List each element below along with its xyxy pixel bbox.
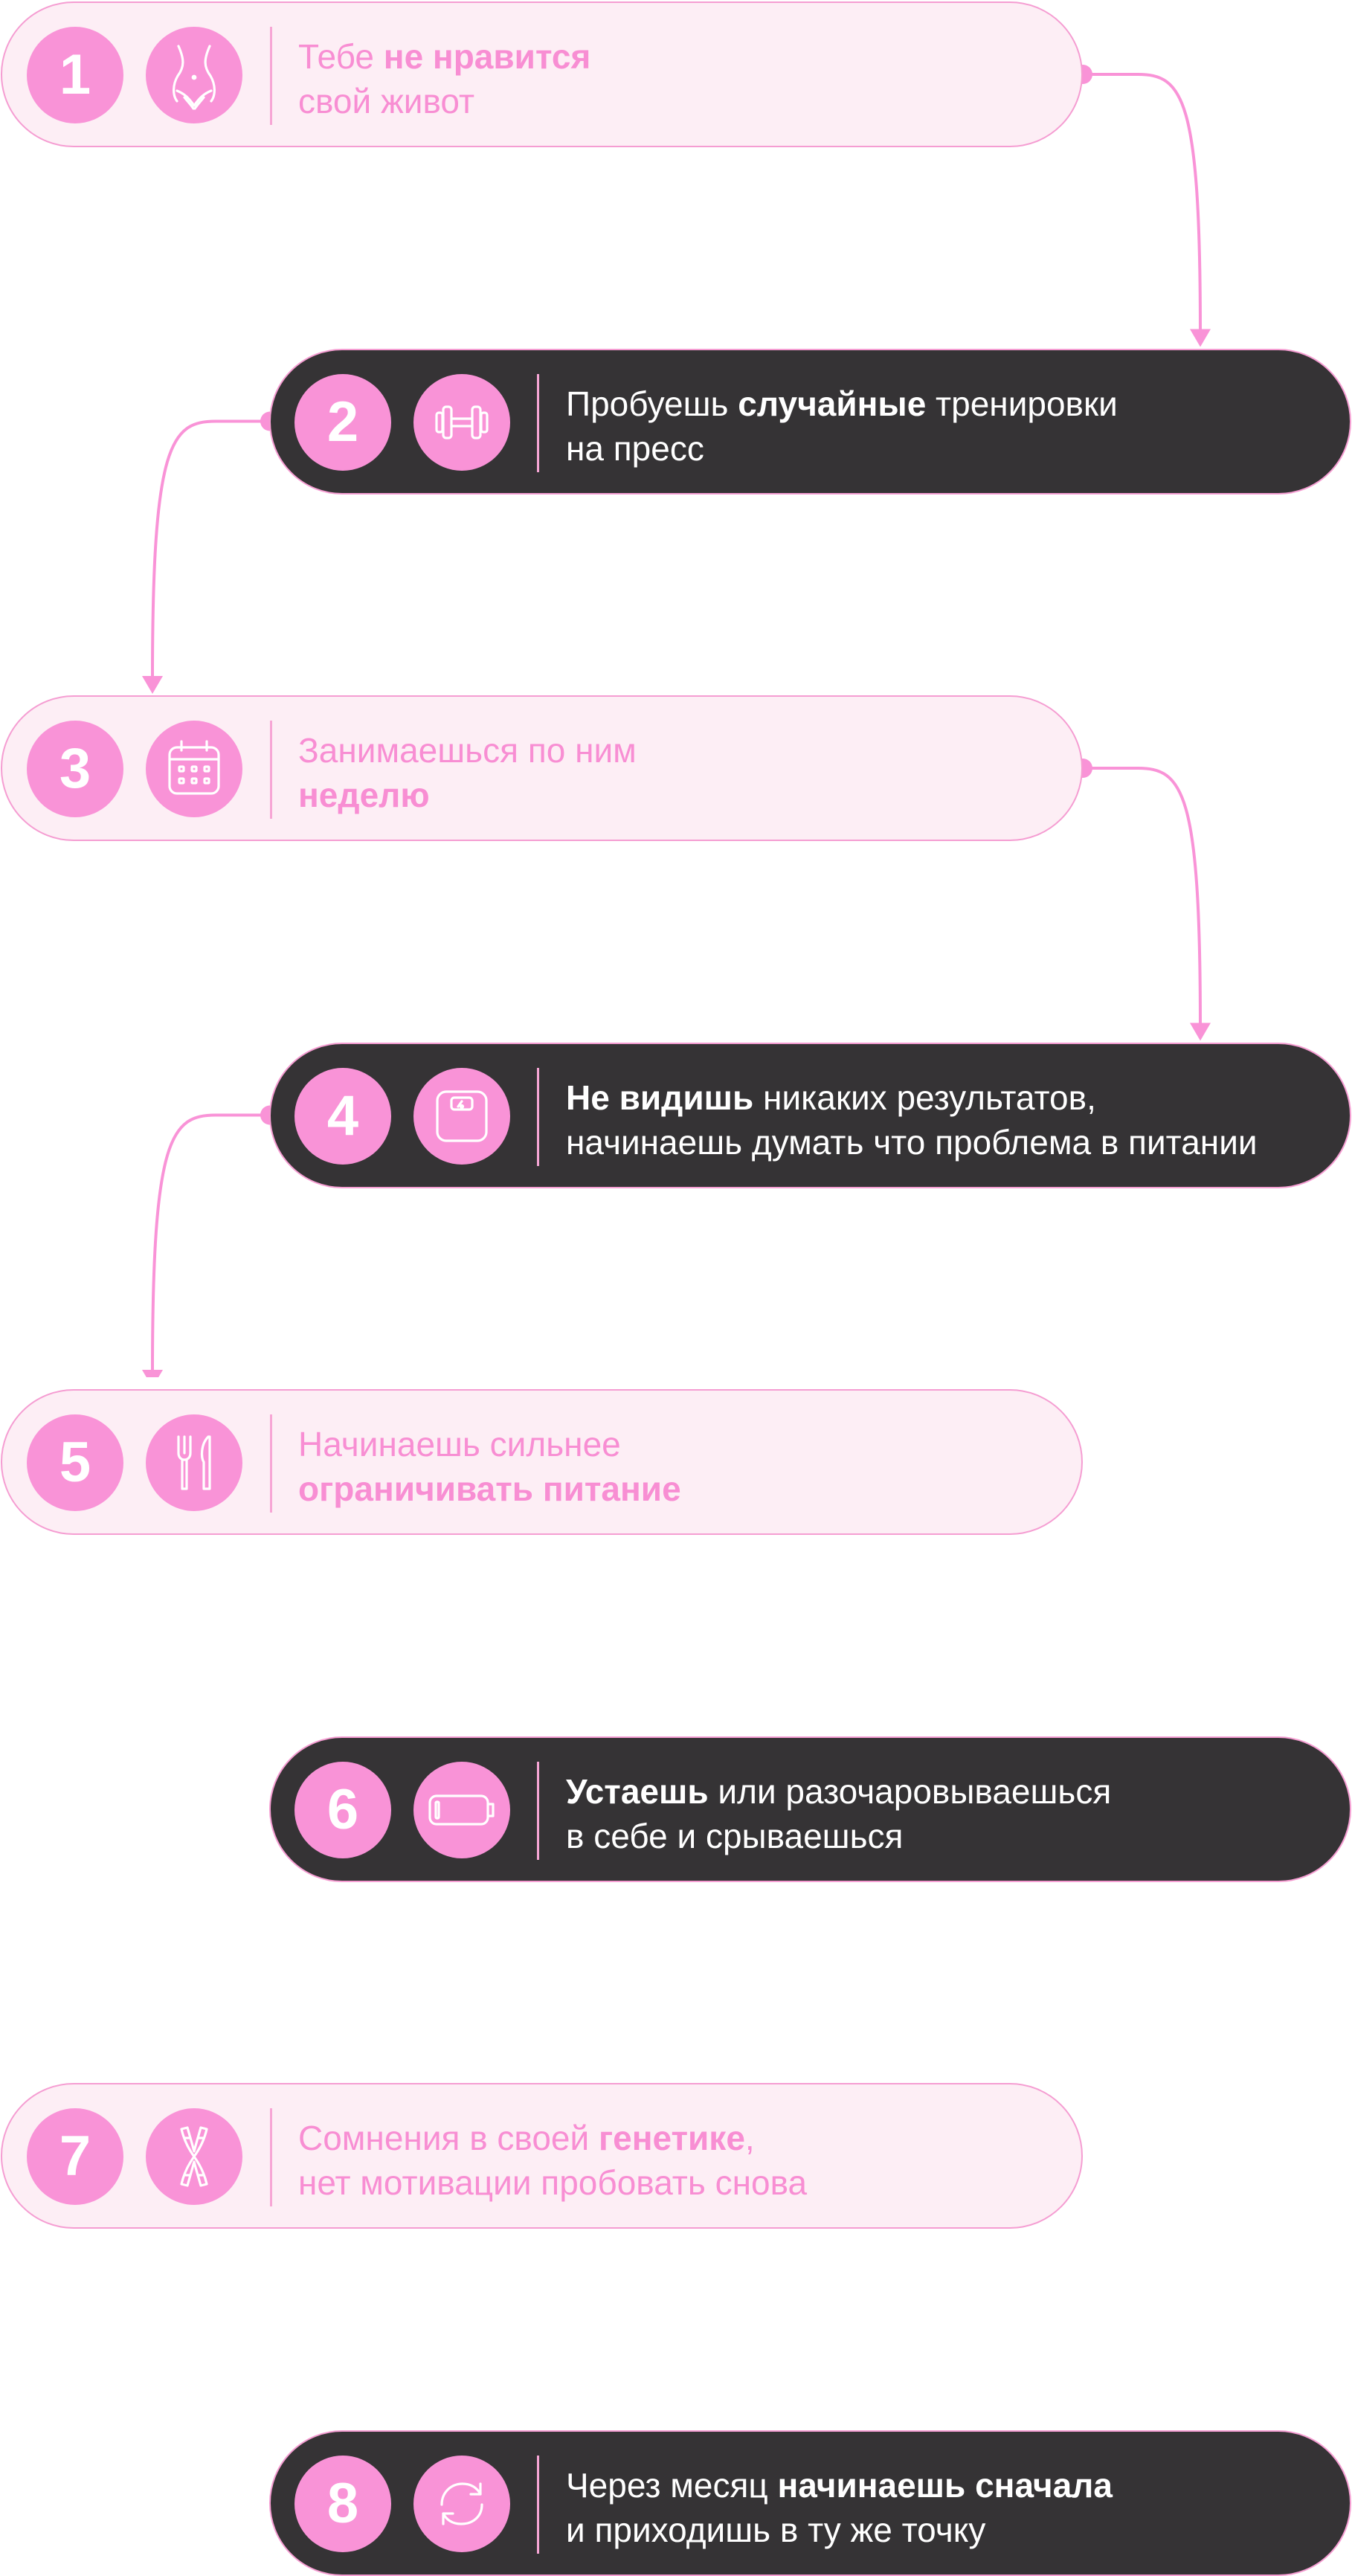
- step-text-line1: Через месяц начинаешь сначала: [566, 2463, 1113, 2508]
- emphasis-text: Устаешь: [566, 1771, 709, 1811]
- step-5: 5 Начинаешь сильнее ограничивать питание: [1, 1389, 1083, 1535]
- step-text: Начинаешь сильнее ограничивать питание: [298, 1422, 681, 1511]
- plain-text: нет мотивации пробовать снова: [298, 2163, 808, 2202]
- step-text-line1: Занимаешься по ним: [298, 728, 637, 773]
- emphasis-text: начинаешь сначала: [777, 2465, 1113, 2505]
- step-text-line2: нет мотивации пробовать снова: [298, 2160, 807, 2205]
- step-text-line1: Пробуешь случайные тренировки: [566, 381, 1118, 426]
- plain-text: начинаешь думать что проблема в питании: [566, 1122, 1258, 1162]
- step-text-line2: на пресс: [566, 426, 1118, 471]
- plain-text: Сомнения в своей: [298, 2119, 599, 2157]
- step-number-badge: 7: [27, 2108, 123, 2205]
- plain-text: или разочаровываешься: [708, 1771, 1112, 1811]
- step-text-line1: Не видишь никаких результатов,: [566, 1075, 1258, 1120]
- belly-icon: [146, 27, 242, 123]
- emphasis-text: Не видишь: [566, 1078, 754, 1117]
- divider: [537, 2455, 539, 2554]
- divider: [537, 373, 539, 472]
- step-text-line2: ограничивать питание: [298, 1466, 681, 1511]
- emphasis-text: неделю: [298, 776, 430, 814]
- plain-text: Тебе: [298, 37, 384, 76]
- step-number-badge: 3: [27, 721, 123, 817]
- plain-text: Занимаешься по ним: [298, 731, 637, 770]
- divider: [270, 721, 272, 819]
- low-battery-icon: [413, 1761, 510, 1858]
- plain-text: тренировки: [926, 384, 1118, 423]
- step-number-badge: 2: [294, 373, 391, 471]
- plain-text: никаких результатов,: [753, 1078, 1096, 1117]
- plain-text: Начинаешь сильнее: [298, 1425, 621, 1464]
- plain-text: Через месяц: [566, 2465, 778, 2505]
- chromosome-icon: [146, 2108, 242, 2205]
- step-text-line1: Сомнения в своей генетике,: [298, 2116, 807, 2160]
- step-text-line2: и приходишь в ту же точку: [566, 2508, 1113, 2552]
- emphasis-text: ограничивать питание: [298, 1469, 681, 1508]
- step-3: 3 Занимаешься по ним неделю: [1, 695, 1083, 841]
- plain-text: в себе и срываешься: [566, 1816, 904, 1855]
- step-text: Не видишь никаких результатов,начинаешь …: [566, 1075, 1258, 1165]
- dumbbell-icon: [413, 373, 510, 471]
- step-text-line1: Устаешь или разочаровываешься: [566, 1769, 1111, 1814]
- connector-arrow-1-2: [1073, 65, 1211, 347]
- step-number-badge: 4: [294, 1067, 391, 1165]
- step-number-badge: 1: [27, 27, 123, 123]
- step-text-line2: свой живот: [298, 79, 590, 123]
- step-number-badge: 6: [294, 1761, 391, 1858]
- plain-text: на пресс: [566, 428, 704, 468]
- divider: [537, 1067, 539, 1166]
- connector-arrow-4-5: [142, 1105, 280, 1377]
- connector-arrow-2-3: [142, 411, 280, 694]
- plain-text: Пробуешь: [566, 384, 738, 423]
- scale-icon: [413, 1067, 510, 1165]
- plain-text: ,: [744, 2119, 755, 2157]
- fork-knife-icon: [146, 1414, 242, 1511]
- step-text-line1: Тебе не нравится: [298, 34, 590, 79]
- divider: [537, 1761, 539, 1860]
- plain-text: и приходишь в ту же точку: [566, 2510, 986, 2549]
- step-number-badge: 5: [27, 1414, 123, 1511]
- emphasis-text: случайные: [738, 384, 927, 423]
- divider: [270, 1414, 272, 1513]
- divider: [270, 2108, 272, 2206]
- refresh-icon: [413, 2455, 510, 2552]
- connector-arrow-3-4: [1073, 759, 1211, 1041]
- plain-text: свой живот: [298, 82, 475, 120]
- step-text: Занимаешься по ним неделю: [298, 728, 637, 817]
- emphasis-text: генетике: [598, 2119, 745, 2157]
- divider: [270, 27, 272, 125]
- step-number-badge: 8: [294, 2455, 391, 2552]
- step-text-line2: в себе и срываешься: [566, 1814, 1111, 1858]
- step-text-line2: начинаешь думать что проблема в питании: [566, 1120, 1258, 1165]
- step-text-line2: неделю: [298, 773, 637, 817]
- emphasis-text: не нравится: [383, 37, 591, 76]
- step-text: Сомнения в своей генетике,нет мотивации …: [298, 2116, 807, 2205]
- step-text-line1: Начинаешь сильнее: [298, 1422, 681, 1466]
- calendar-icon: [146, 721, 242, 817]
